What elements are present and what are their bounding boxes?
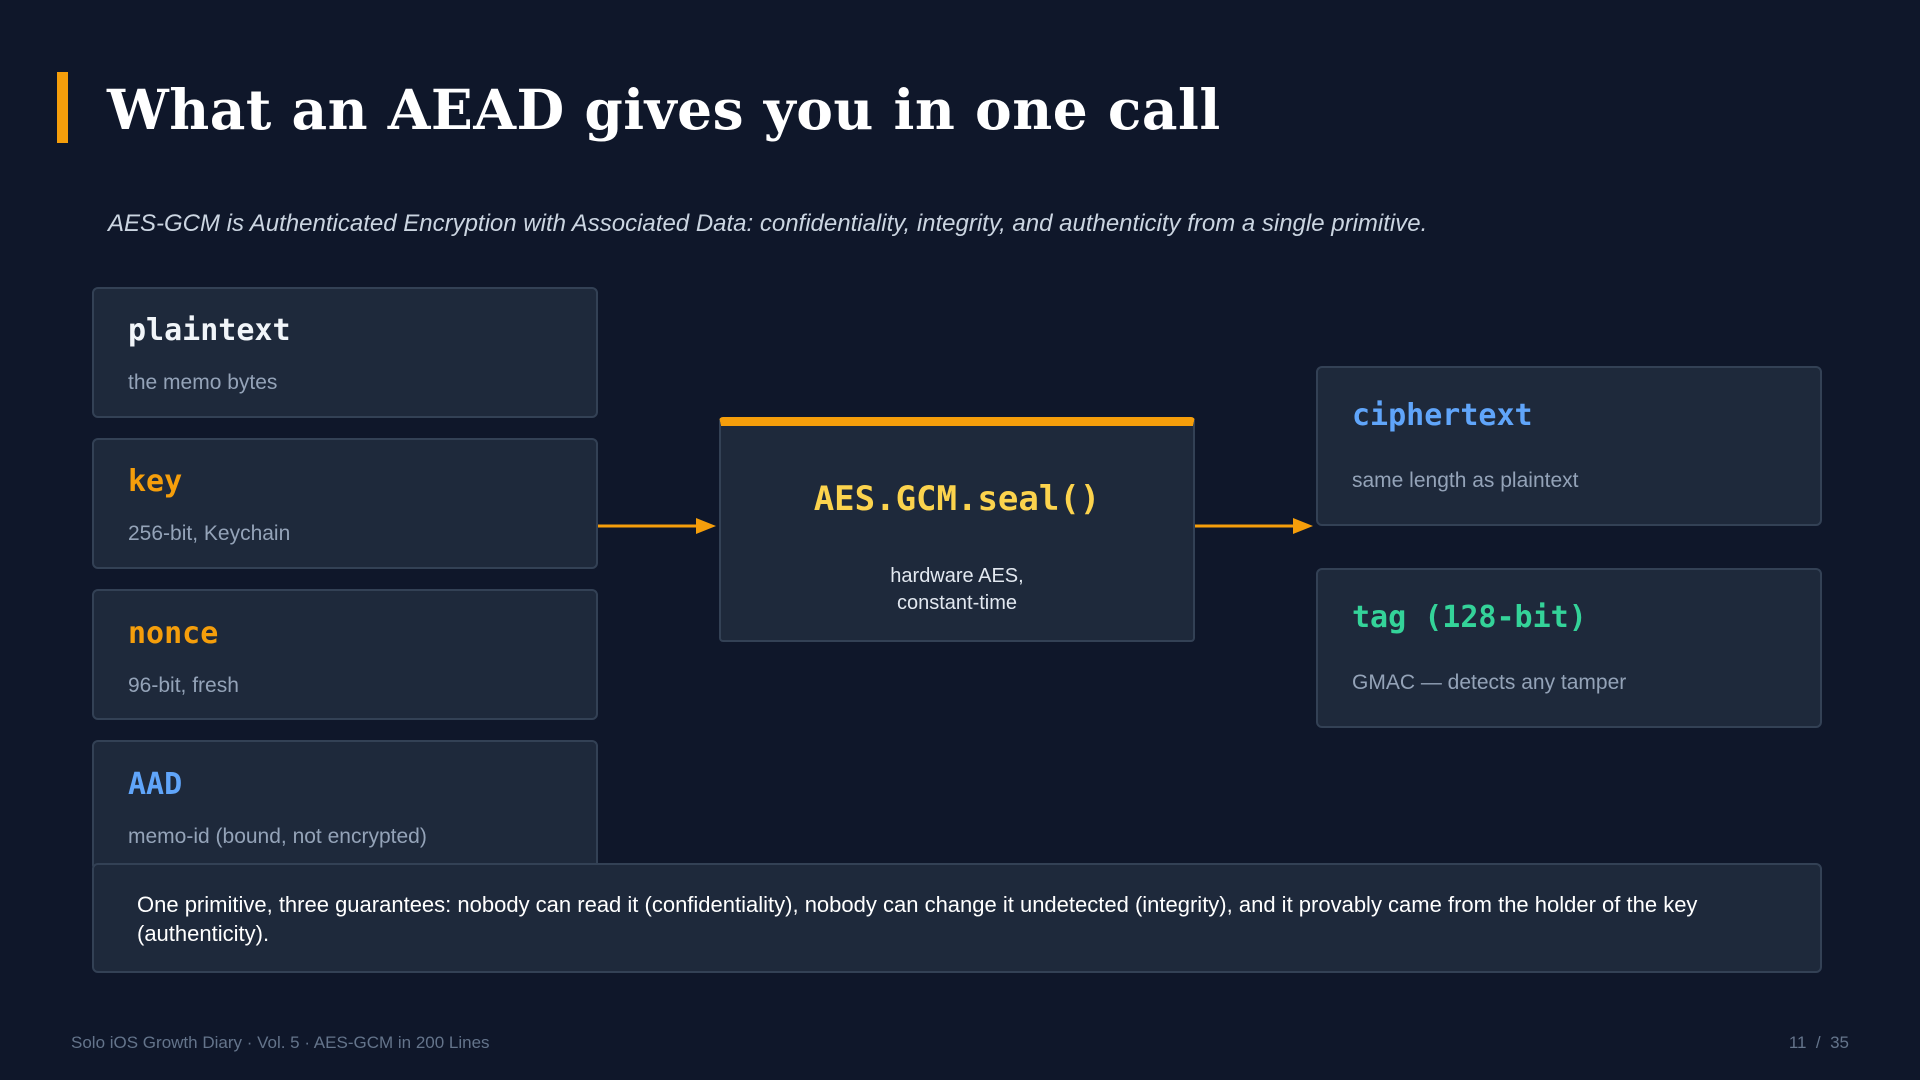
primitive-desc-line2: constant-time: [896, 592, 1018, 614]
input-desc-key: 256-bit, Keychain: [128, 522, 291, 545]
output-title-tag: tag (128-bit): [1352, 600, 1587, 635]
output-card-tag: tag (128-bit) GMAC — detects any tamper: [1316, 568, 1822, 728]
input-card-plaintext: plaintext the memo bytes: [92, 287, 598, 418]
output-card-ciphertext: ciphertext same length as plaintext: [1316, 366, 1822, 526]
title-accent-bar: [57, 72, 68, 143]
slide-title: What an AEAD gives you in one call: [107, 77, 1221, 142]
slide-subtitle: AES-GCM is Authenticated Encryption with…: [108, 210, 1428, 237]
primitive-title: AES.GCM.seal(): [813, 479, 1101, 519]
input-card-key: key 256-bit, Keychain: [92, 438, 598, 569]
output-title-ciphertext: ciphertext: [1352, 398, 1533, 433]
arrow-inputs-to-seal: [598, 518, 716, 534]
footer-deck-title: Solo iOS Growth Diary · Vol. 5 · AES-GCM…: [71, 1033, 490, 1052]
input-desc-nonce: 96-bit, fresh: [128, 674, 239, 697]
input-card-nonce: nonce 96-bit, fresh: [92, 589, 598, 720]
primitive-desc: hardware AES, constant-time: [721, 563, 1193, 617]
input-desc-aad: memo-id (bound, not encrypted): [128, 825, 427, 848]
input-title-plaintext: plaintext: [128, 313, 291, 348]
input-desc-plaintext: the memo bytes: [128, 371, 278, 394]
aes-gcm-seal-box: AES.GCM.seal() hardware AES, constant-ti…: [719, 417, 1195, 642]
input-title-key: key: [128, 464, 183, 499]
output-desc-tag: GMAC — detects any tamper: [1352, 671, 1627, 694]
page-number: 11 / 35: [1788, 1033, 1849, 1052]
output-desc-ciphertext: same length as plaintext: [1352, 469, 1579, 492]
summary-callout: One primitive, three guarantees: nobody …: [92, 863, 1822, 973]
callout-text: One primitive, three guarantees: nobody …: [137, 892, 1698, 946]
input-title-aad: AAD: [128, 767, 183, 802]
input-title-nonce: nonce: [128, 616, 219, 651]
primitive-desc-line1: hardware AES,: [890, 565, 1024, 587]
input-card-aad: AAD memo-id (bound, not encrypted): [92, 740, 598, 871]
arrow-seal-to-outputs: [1195, 518, 1313, 534]
